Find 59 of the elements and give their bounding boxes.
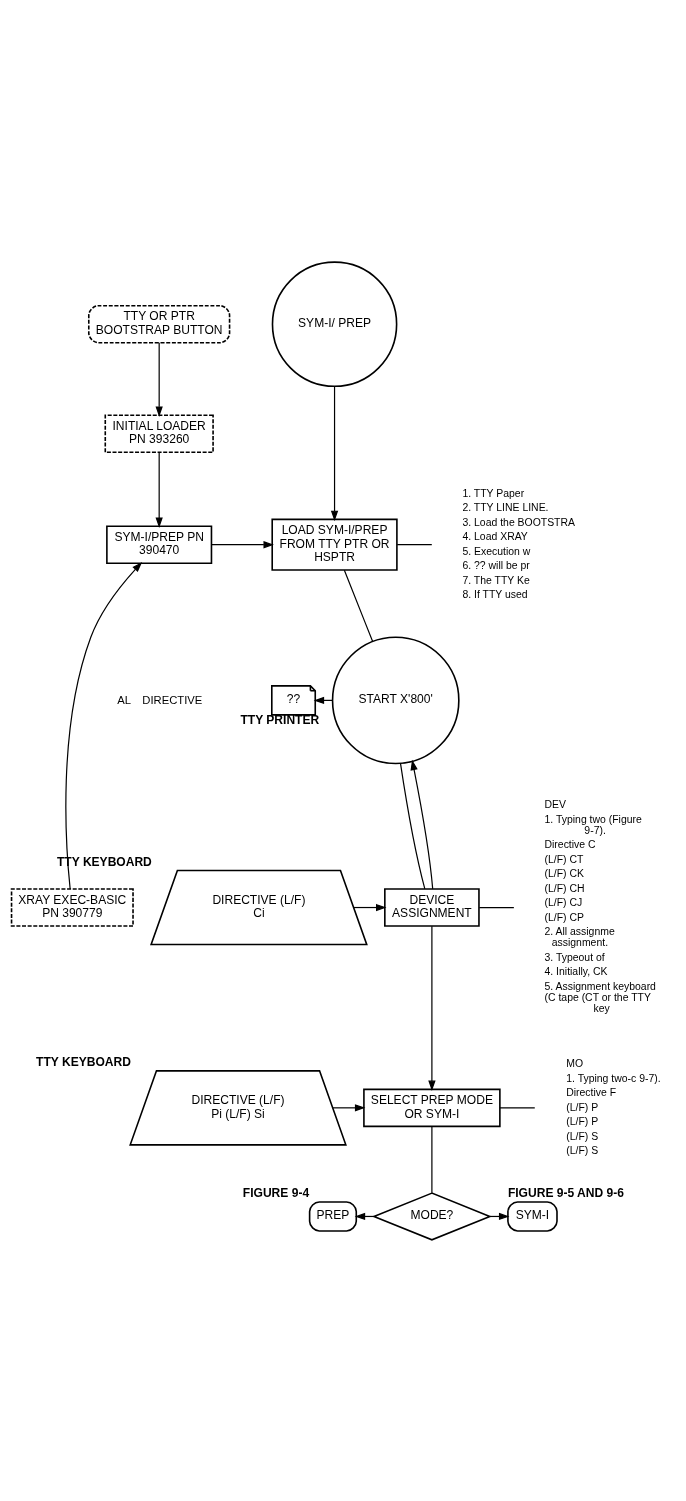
label: 1. Typing two-c 9-7). [566, 1072, 661, 1084]
label: 8. If TTY used [462, 588, 528, 600]
node-box: LOAD SYM-I/PREP FROM TTY PTR OR HSPTR [271, 518, 398, 571]
label: Directive C [544, 838, 596, 850]
node-box: XRAY EXEC-BASIC PN 390779 [10, 887, 134, 927]
connector [399, 762, 426, 890]
arrow [155, 451, 163, 528]
node-circle: SYM-I/ PREP [271, 260, 398, 387]
connector [478, 906, 515, 908]
connector [431, 1125, 433, 1193]
arrow [210, 540, 274, 548]
node-label: FIGURE 9-4 [242, 1185, 310, 1200]
node-box: TTY OR PTR BOOTSTRAP BUTTON [87, 304, 231, 344]
node-box: DEVICE ASSIGNMENT [384, 887, 480, 927]
label: 7. The TTY Ke [462, 574, 530, 586]
label: 4. Load XRAY [462, 530, 528, 542]
label: (L/F) P [566, 1115, 599, 1127]
node-box: PREP [308, 1200, 358, 1232]
label: 4. Initially, CK [544, 965, 608, 977]
arrow [428, 925, 436, 1091]
connector [499, 1106, 536, 1108]
label: MO [566, 1057, 584, 1069]
label: 5. Execution w [462, 545, 531, 557]
label: (L/F) CJ [544, 896, 583, 908]
node-box: INITIAL LOADER PN 393260 [104, 413, 214, 453]
label: 1. Typing two (Figure 9-7). [544, 813, 642, 836]
arrow [353, 903, 387, 911]
node-box: SYM-I/PREP PN 390470 [106, 524, 213, 564]
node-circle: START X'800' [331, 635, 460, 764]
label: (L/F) S [566, 1130, 599, 1142]
label: 3. Typeout of [544, 951, 605, 963]
node-box: SYM-I [507, 1200, 558, 1232]
label: 1. TTY Paper [462, 487, 525, 499]
node-diamond: MODE? [371, 1191, 492, 1241]
arrow [410, 759, 434, 889]
label: (L/F) CT [544, 853, 584, 865]
label: 2. All assignme assignment. [544, 925, 615, 948]
arrow [332, 1103, 366, 1111]
connector [396, 543, 433, 545]
label: 5. Assignment keyboard (C tape (CT or the TTY key [544, 980, 656, 1014]
node-label: FIGURE 9-5 AND 9-6 [507, 1185, 624, 1200]
label: Directive F [566, 1086, 617, 1098]
label: 6. ?? will be pr [462, 559, 530, 571]
label: (L/F) CH [544, 882, 585, 894]
arrow [155, 341, 163, 417]
label: (L/F) CK [544, 867, 584, 879]
arrow [330, 385, 339, 521]
connector [343, 569, 374, 642]
label: 3. Load the BOOTSTRA [462, 516, 576, 528]
label: (L/F) S [566, 1144, 599, 1156]
label: 2. TTY LINE LINE. [462, 501, 549, 513]
label: (L/F) P [566, 1101, 599, 1113]
label: DIRECTIVE [142, 693, 203, 706]
label: DEV [544, 798, 566, 810]
node-label: TTY KEYBOARD [36, 1054, 131, 1069]
node-box: SELECT PREP MODE OR SYM-I [363, 1088, 501, 1127]
label: (L/F) CP [544, 911, 584, 923]
label: AL [117, 693, 132, 706]
arrow [65, 561, 143, 890]
